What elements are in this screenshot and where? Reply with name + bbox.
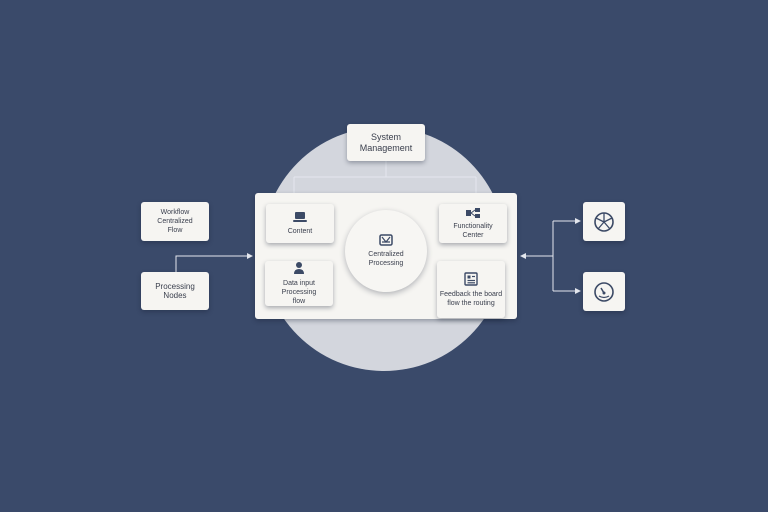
panel-node-feedback[interactable]: Feedback the board flow the routing <box>437 261 505 318</box>
network-hub-icon <box>379 234 393 246</box>
connector-input-arrow <box>175 253 253 272</box>
title-node[interactable]: System Management <box>347 124 425 161</box>
input-node-processing-label: Processing Nodes <box>155 282 195 300</box>
output-node-gauge[interactable] <box>583 272 625 311</box>
user-icon <box>294 262 304 274</box>
panel-node-data-input[interactable]: Data input Processing flow <box>265 261 333 306</box>
panel-node-functionality-label: Functionality Center <box>453 222 493 239</box>
document-list-icon <box>464 271 478 286</box>
network-icon <box>466 207 480 218</box>
panel-node-feedback-label: Feedback the board flow the routing <box>439 290 503 307</box>
input-node-workflow[interactable]: Workflow Centralized Flow <box>141 202 209 241</box>
aperture-icon <box>594 211 614 232</box>
laptop-icon <box>293 212 307 222</box>
hub-node-label: Centralized Processing <box>368 251 404 267</box>
panel-node-functionality[interactable]: Functionality Center <box>439 204 507 243</box>
hub-node[interactable]: Centralized Processing <box>345 210 427 292</box>
panel-node-content-label: Content <box>287 228 313 235</box>
output-node-aperture[interactable] <box>583 202 625 241</box>
input-node-workflow-label: Workflow Centralized Flow <box>157 209 193 234</box>
title-node-label: System Management <box>359 131 413 153</box>
input-node-processing[interactable]: Processing Nodes <box>141 272 209 310</box>
panel-node-content[interactable]: Content <box>266 204 334 243</box>
panel-node-data-input-label: Data input Processing flow <box>281 280 317 305</box>
gauge-icon <box>594 281 614 302</box>
